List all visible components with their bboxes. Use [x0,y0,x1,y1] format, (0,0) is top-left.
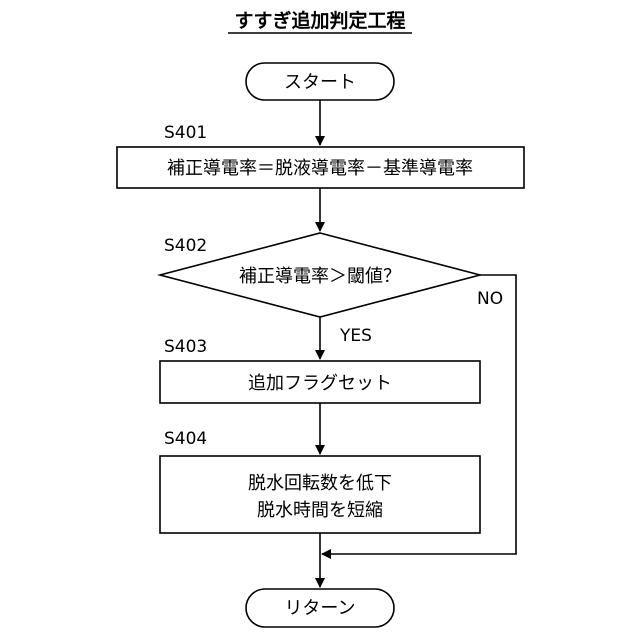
step-label-s403: S403 [164,337,207,357]
end-terminal: リターン [246,589,394,627]
process-s404-line-1: 脱水回転数を低下 [248,473,392,494]
diagram-title: すすぎ追加判定工程 [234,9,405,32]
process-s404: 脱水回転数を低下 脱水時間を短縮 [160,456,480,533]
decision-s402: 補正導電率＞閾値？ [160,233,480,317]
process-s403: 追加フラグセット [160,361,480,403]
process-s404-line-2: 脱水時間を短縮 [257,500,383,521]
decision-s402-label: 補正導電率＞閾値？ [239,266,401,287]
start-terminal: スタート [246,63,394,100]
yes-branch-label: YES [339,326,372,346]
step-label-s404: S404 [164,429,207,449]
step-label-s402: S402 [164,236,207,256]
process-s401: 補正導電率＝脱液導電率－基準導電率 [117,147,524,188]
no-branch-label: NO [477,289,503,309]
process-s403-label: 追加フラグセット [248,373,392,394]
step-label-s401: S401 [164,123,207,143]
end-label: リターン [284,598,355,619]
start-label: スタート [284,72,356,93]
process-s401-label: 補正導電率＝脱液導電率－基準導電率 [167,158,473,179]
